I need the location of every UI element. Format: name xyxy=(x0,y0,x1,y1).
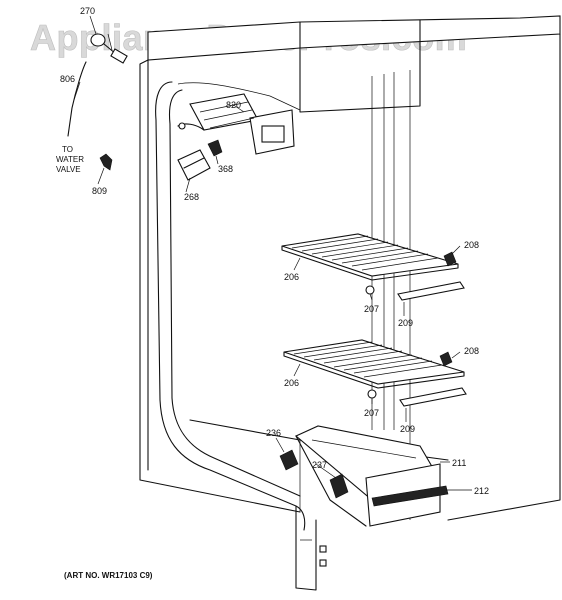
label-206-lower: 206 xyxy=(284,378,299,388)
water-tube-806 xyxy=(67,33,128,137)
label-368: 368 xyxy=(218,164,233,174)
label-208-upper: 208 xyxy=(464,240,479,250)
label-809: 809 xyxy=(92,186,107,196)
label-209-upper: 209 xyxy=(398,318,413,328)
clip-809 xyxy=(99,153,113,171)
shelf-upper-206 xyxy=(281,233,465,301)
label-207-lower: 207 xyxy=(364,408,379,418)
pan-211 xyxy=(294,425,449,527)
label-208-lower: 208 xyxy=(464,346,479,356)
shelf-lower-206 xyxy=(283,339,467,407)
leader-lines xyxy=(73,15,472,491)
label-270: 270 xyxy=(80,6,95,16)
label-212: 212 xyxy=(474,486,489,496)
label-820: 820 xyxy=(226,100,241,110)
label-236: 236 xyxy=(266,428,281,438)
part-labels: 270 806 809 820 368 268 206 207 209 208 … xyxy=(60,6,489,496)
water-valve-note: TO WATER VALVE xyxy=(56,145,84,174)
slide-236 xyxy=(279,449,299,471)
art-number: (ART NO. WR17103 C9) xyxy=(64,571,153,580)
label-211: 211 xyxy=(452,458,466,468)
label-206-upper: 206 xyxy=(284,272,299,282)
label-209-lower: 209 xyxy=(400,424,415,434)
note-line-2: WATER xyxy=(56,155,84,164)
label-806: 806 xyxy=(60,74,75,84)
label-237: 237 xyxy=(312,460,327,470)
label-207-upper: 207 xyxy=(364,304,379,314)
note-line-1: TO xyxy=(62,145,73,154)
note-line-3: VALVE xyxy=(56,165,81,174)
icemaker-820 xyxy=(177,93,295,155)
label-268: 268 xyxy=(184,192,199,202)
fill-cup-268 xyxy=(177,149,211,181)
bracket-368 xyxy=(207,139,223,157)
